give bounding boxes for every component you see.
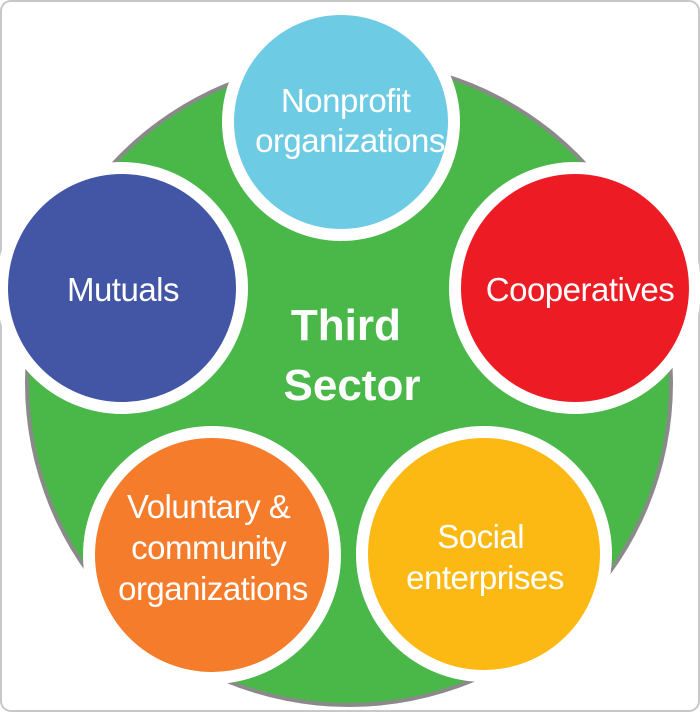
node-cooperatives-label: Cooperatives	[486, 271, 674, 308]
node-social-enterprises-label: Social enterprises	[406, 518, 564, 596]
node-nonprofit-circle	[222, 3, 460, 241]
node-cooperatives: Cooperatives	[449, 162, 700, 414]
node-nonprofit: Nonprofit organizations	[222, 3, 460, 241]
node-social-enterprises: Social enterprises	[356, 426, 612, 682]
node-mutuals: Mutuals	[0, 162, 248, 414]
node-voluntary-community-label: Voluntary & community organizations	[118, 488, 308, 607]
node-nonprofit-label: Nonprofit organizations	[255, 82, 445, 159]
node-voluntary-community: Voluntary & community organizations	[83, 426, 341, 684]
node-cooperatives-circle	[449, 162, 700, 414]
node-social-enterprises-circle	[356, 426, 612, 682]
node-mutuals-circle	[0, 162, 248, 414]
center-label: Third Sector	[284, 301, 421, 410]
node-voluntary-community-circle	[83, 426, 341, 684]
node-mutuals-label: Mutuals	[67, 271, 179, 308]
